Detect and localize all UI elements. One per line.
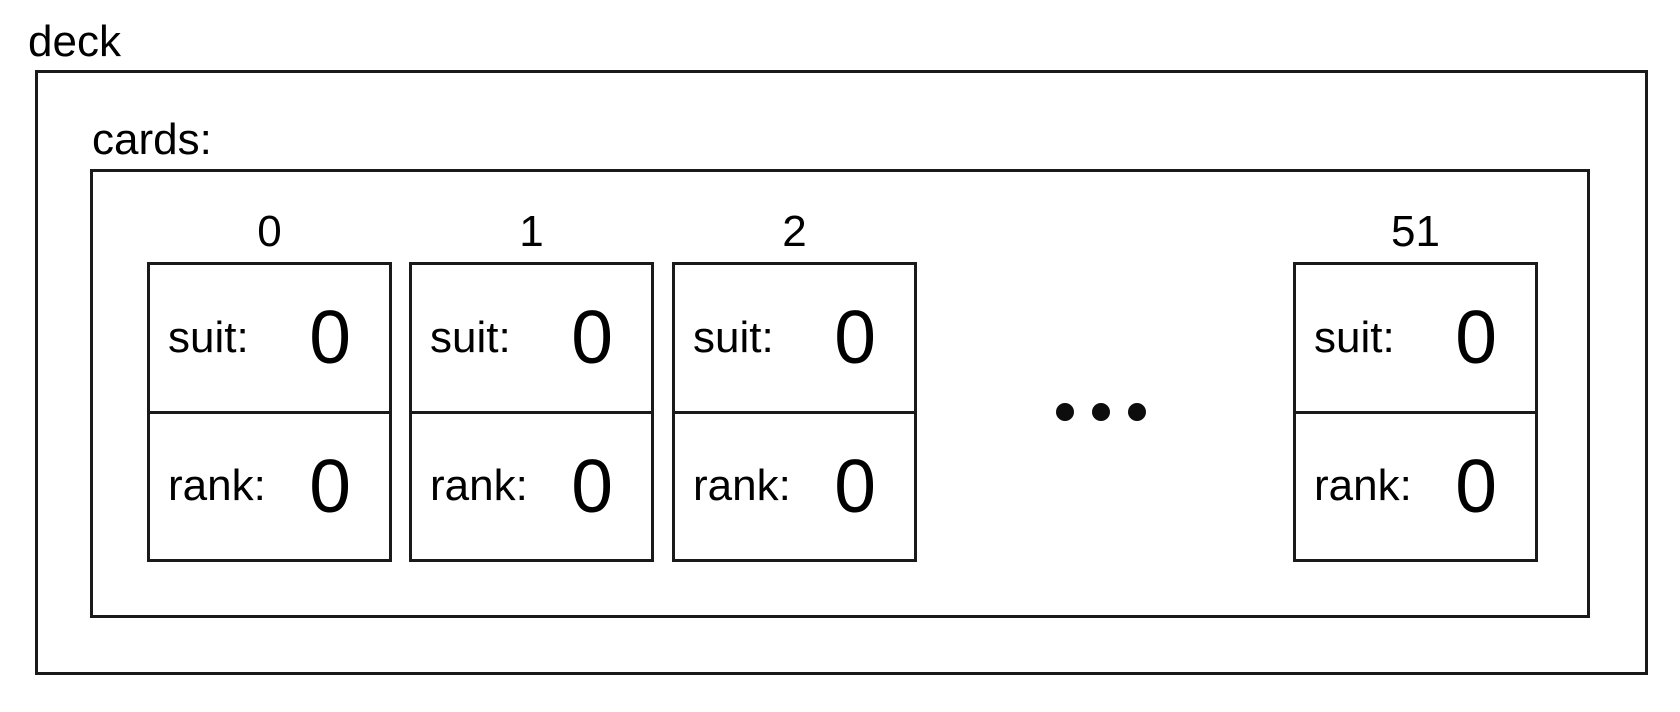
suit-row: suit: 0 xyxy=(150,265,389,414)
rank-label: rank: xyxy=(693,461,791,511)
suit-row: suit: 0 xyxy=(675,265,914,414)
rank-label: rank: xyxy=(168,461,266,511)
rank-row: rank: 0 xyxy=(150,414,389,560)
suit-row: suit: 0 xyxy=(412,265,651,414)
deck-box xyxy=(35,70,1648,675)
cards-attribute-label: cards: xyxy=(92,115,212,164)
rank-value: 0 xyxy=(309,443,351,528)
rank-row: rank: 0 xyxy=(412,414,651,560)
card-index-label: 51 xyxy=(1391,207,1440,256)
card-box: suit: 0 rank: 0 xyxy=(147,262,392,562)
card-0: 0 suit: 0 rank: 0 xyxy=(147,210,392,562)
cards-list-box xyxy=(90,169,1590,618)
suit-row: suit: 0 xyxy=(1296,265,1535,414)
rank-label: rank: xyxy=(1314,461,1412,511)
suit-label: suit: xyxy=(168,312,249,362)
suit-value: 0 xyxy=(1455,295,1497,380)
suit-value: 0 xyxy=(571,295,613,380)
suit-value: 0 xyxy=(834,295,876,380)
card-index-label: 1 xyxy=(519,207,544,256)
suit-label: suit: xyxy=(1314,312,1395,362)
rank-label: rank: xyxy=(430,461,528,511)
card-box: suit: 0 rank: 0 xyxy=(672,262,917,562)
suit-value: 0 xyxy=(309,295,351,380)
ellipsis-dot xyxy=(1056,403,1074,421)
card-2: 2 suit: 0 rank: 0 xyxy=(672,210,917,562)
ellipsis-dot xyxy=(1128,403,1146,421)
ellipsis-dot xyxy=(1092,403,1110,421)
deck-label: deck xyxy=(28,17,121,66)
card-box: suit: 0 rank: 0 xyxy=(409,262,654,562)
suit-label: suit: xyxy=(430,312,511,362)
card-index-label: 2 xyxy=(782,207,807,256)
rank-row: rank: 0 xyxy=(675,414,914,560)
rank-row: rank: 0 xyxy=(1296,414,1535,560)
card-box: suit: 0 rank: 0 xyxy=(1293,262,1538,562)
rank-value: 0 xyxy=(571,443,613,528)
card-index-label: 0 xyxy=(257,207,282,256)
card-1: 1 suit: 0 rank: 0 xyxy=(409,210,654,562)
card-51: 51 suit: 0 rank: 0 xyxy=(1293,210,1538,562)
rank-value: 0 xyxy=(1455,443,1497,528)
rank-value: 0 xyxy=(834,443,876,528)
suit-label: suit: xyxy=(693,312,774,362)
ellipsis-icon xyxy=(1056,403,1146,421)
